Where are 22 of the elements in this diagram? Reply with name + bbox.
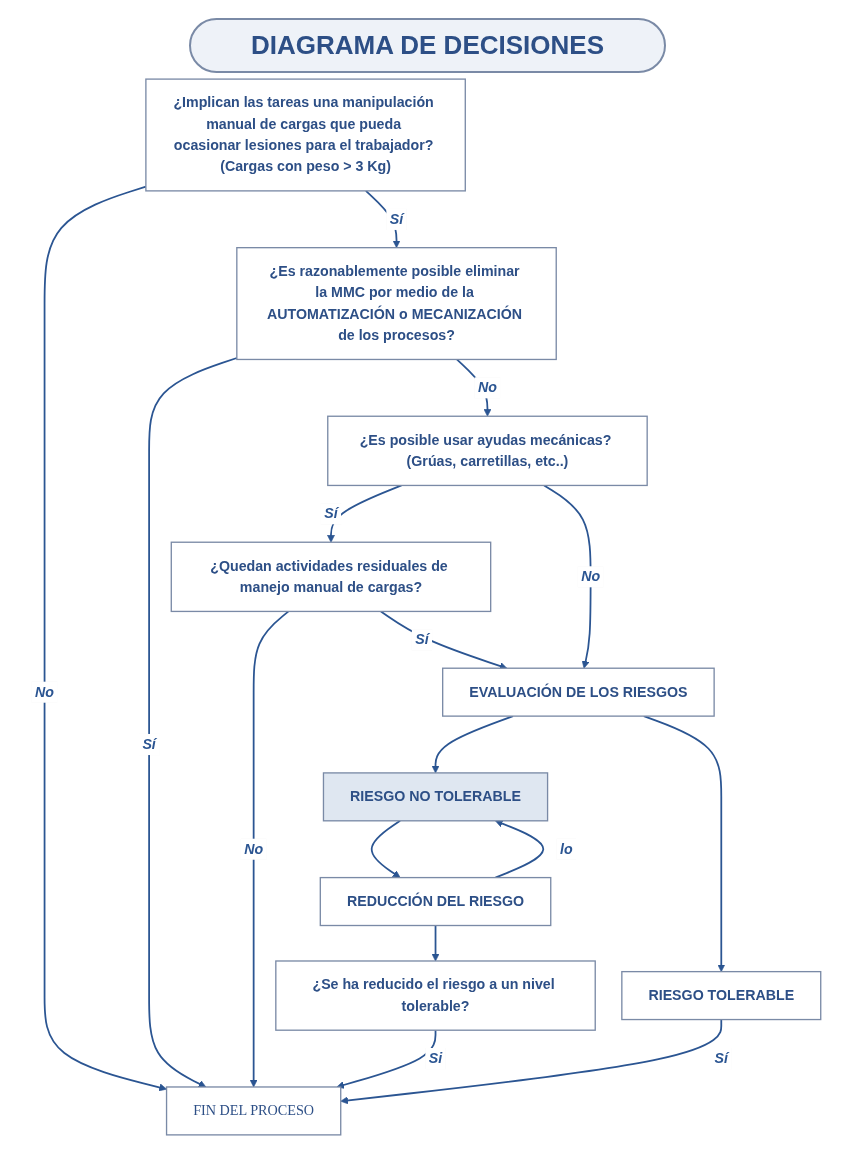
- edge-label: Sí: [320, 503, 341, 525]
- process-box: ¿Se ha reducido el riesgo a un nivel tolerable?: [274, 960, 596, 1031]
- edge-label: Sí: [138, 733, 159, 756]
- edge-label: No: [577, 566, 604, 588]
- edge-label: Si: [424, 1047, 446, 1070]
- process-box: EVALUACIÓN DE LOS RIESGOS: [441, 667, 715, 717]
- process-box: ¿Quedan actividades residuales de manejo manual de cargas?: [170, 541, 491, 613]
- process-box: ¿Es posible usar ayudas mecánicas? (Grúas, carretillas, etc..): [326, 415, 648, 487]
- edge-label: lo: [556, 838, 576, 860]
- process-box: ¿Es razonablemente posible eliminar la MMC por medio de la AUTOMATIZACIÓN o MECANIZACIÓN de los procesos?: [235, 247, 557, 361]
- edge-label: No: [474, 377, 501, 399]
- process-box: ¿Implican las tareas una manipulación manual de cargas que pueda ocasionar lesiones para el trabajador? (Cargas con peso > 3 Kg): [144, 78, 466, 192]
- process-box: RIESGO NO TOLERABLE: [322, 772, 548, 822]
- title-banner: DIAGRAMA DE DECISIONES: [189, 18, 666, 73]
- process-box: FIN DEL PROCESO: [165, 1086, 341, 1136]
- process-box: REDUCCIÓN DEL RIESGO: [319, 876, 551, 927]
- edge-label: Sí: [385, 208, 407, 230]
- process-box: RIESGO TOLERABLE: [620, 970, 821, 1021]
- edge-label: Sí: [710, 1047, 732, 1070]
- edge-label: No: [31, 681, 58, 703]
- edge-label: No: [240, 838, 267, 860]
- edge-label: Sí: [411, 629, 432, 651]
